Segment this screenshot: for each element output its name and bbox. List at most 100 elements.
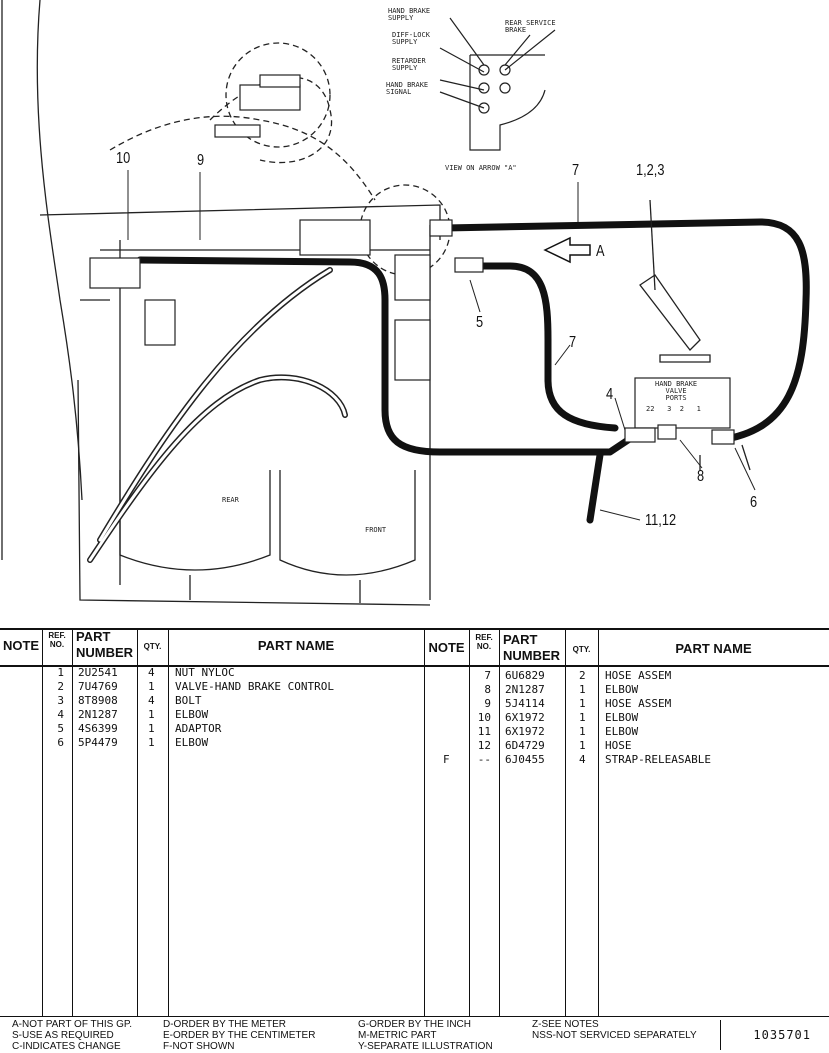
parts-table: NOTE REF. NO. PART NUMBER QTY. PART NAME… [0, 628, 829, 1016]
callout-6: 6 [750, 494, 758, 511]
legend-col-2: D-ORDER BY THE METER E-ORDER BY THE CENT… [163, 1019, 315, 1052]
qty: 1 [148, 736, 155, 749]
label-hand-brake-signal: HAND BRAKE SIGNAL [386, 81, 429, 96]
header-qty: QTY. [143, 642, 162, 651]
qty: 4 [579, 753, 586, 766]
ref-no: 1 [57, 666, 64, 679]
part-name: ELBOW [605, 683, 639, 696]
callout-10: 10 [116, 150, 131, 167]
ref-no: 3 [57, 694, 64, 707]
qty: 1 [579, 683, 586, 696]
qty: 1 [148, 708, 155, 721]
qty: 1 [579, 739, 586, 752]
label-rear-service-brake: REAR SERVICE BRAKE [505, 19, 556, 34]
header-part-name-right: PART NAME [675, 641, 752, 656]
callout-4: 4 [606, 386, 614, 403]
part-name: ELBOW [175, 708, 209, 721]
header-part-name: PART NAME [257, 638, 335, 653]
qty: 1 [148, 680, 155, 693]
part-name: ELBOW [605, 725, 639, 738]
part-number: 6X1972 [505, 725, 545, 738]
ref-no: 4 [57, 708, 64, 721]
legend-item: E-ORDER BY THE CENTIMETER [163, 1030, 316, 1041]
part-name: HOSE ASSEM [605, 697, 672, 710]
label-retarder-supply: RETARDER SUPPLY [392, 57, 426, 72]
qty: 1 [579, 697, 586, 710]
part-name: VALVE-HAND BRAKE CONTROL [175, 680, 334, 693]
part-number: 7U4769 [78, 680, 118, 693]
part-number: 6U6829 [505, 669, 545, 682]
header-qty-right: QTY. [572, 645, 591, 654]
part-number: 2U2541 [78, 666, 118, 679]
part-number: 8T8908 [78, 694, 118, 707]
legend-col-1: A-NOT PART OF THIS GP. S-USE AS REQUIRED… [12, 1019, 132, 1052]
part-number: 2N1287 [78, 708, 118, 721]
legend-item: Z-SEE NOTES [532, 1019, 599, 1030]
header-part-number-right: PART NUMBER [503, 632, 561, 663]
part-name: NUT NYLOC [175, 666, 235, 679]
qty: 1 [148, 722, 155, 735]
callout-9: 9 [197, 152, 205, 169]
label-diff-lock-supply: DIFF-LOCK SUPPLY [392, 31, 430, 46]
header-ref-no-right: REF. NO. [475, 633, 493, 651]
part-number: 4S6399 [78, 722, 118, 735]
part-number: 6J0455 [505, 753, 545, 766]
part-number: 6D4729 [505, 739, 545, 752]
ref-no: 9 [484, 697, 491, 710]
qty: 1 [579, 711, 586, 724]
legend-item: D-ORDER BY THE METER [163, 1019, 286, 1030]
legend-item: G-ORDER BY THE INCH [358, 1019, 471, 1030]
qty: 2 [579, 669, 586, 682]
callout-arrow-a: A [596, 243, 605, 260]
label-tank-front: FRONT [365, 526, 387, 534]
callout-8: 8 [697, 468, 705, 485]
callout-11-12: 11,12 [645, 512, 677, 529]
part-name: ELBOW [605, 711, 639, 724]
part-number: 6X1972 [505, 711, 545, 724]
part-name: HOSE [605, 739, 632, 752]
part-name: STRAP-RELEASABLE [605, 753, 711, 766]
header-ref-no: REF. NO. [48, 631, 66, 649]
callout-7-top: 7 [572, 162, 580, 179]
parts-diagram [1, 0, 810, 606]
part-number: 2N1287 [505, 683, 545, 696]
illustration-number: 1035701 [753, 1028, 811, 1042]
ref-no: -- [477, 753, 491, 766]
qty: 4 [148, 666, 155, 679]
ref-no: 2 [57, 680, 64, 693]
header-note: NOTE [2, 638, 40, 653]
legend-item: NSS-NOT SERVICED SEPARATELY [532, 1030, 697, 1041]
ref-no: 8 [484, 683, 491, 696]
part-number: 5P4479 [78, 736, 118, 749]
legend-col-4: Z-SEE NOTES NSS-NOT SERVICED SEPARATELY [532, 1019, 697, 1041]
header-note-right: NOTE [428, 640, 465, 655]
callout-1-2-3: 1,2,3 [636, 162, 665, 179]
qty: 4 [148, 694, 155, 707]
label-tank-rear: REAR [222, 496, 239, 504]
part-name: HOSE ASSEM [605, 669, 672, 682]
label-hand-brake-supply: HAND BRAKE SUPPLY [388, 7, 431, 22]
part-name: ADAPTOR [175, 722, 222, 735]
legend-item: Y-SEPARATE ILLUSTRATION [358, 1041, 493, 1052]
ref-no: 12 [477, 739, 491, 752]
label-view-on-arrow: VIEW ON ARROW "A" [445, 164, 517, 172]
label-port-numbers: 22 3 2 1 [646, 405, 701, 413]
header-part-number: PART NUMBER [76, 629, 134, 660]
legend-item: M-METRIC PART [358, 1030, 437, 1041]
legend-col-3: G-ORDER BY THE INCH M-METRIC PART Y-SEPA… [358, 1019, 493, 1052]
legend-item: C-INDICATES CHANGE [12, 1041, 121, 1052]
legend-item: S-USE AS REQUIRED [12, 1030, 114, 1041]
callout-7-mid: 7 [569, 334, 577, 351]
ref-no: 7 [484, 669, 491, 682]
ref-no: 5 [57, 722, 64, 735]
legend-item: A-NOT PART OF THIS GP. [12, 1019, 133, 1030]
label-valve-ports: HAND BRAKE VALVE PORTS [655, 380, 698, 402]
part-name: BOLT [175, 694, 202, 707]
note: F [443, 753, 450, 766]
ref-no: 6 [57, 736, 64, 749]
legend-footer: A-NOT PART OF THIS GP. S-USE AS REQUIRED… [0, 1016, 829, 1053]
ref-no: 10 [477, 711, 491, 724]
part-number: 5J4114 [505, 697, 545, 710]
qty: 1 [579, 725, 586, 738]
legend-item: F-NOT SHOWN [163, 1041, 235, 1052]
